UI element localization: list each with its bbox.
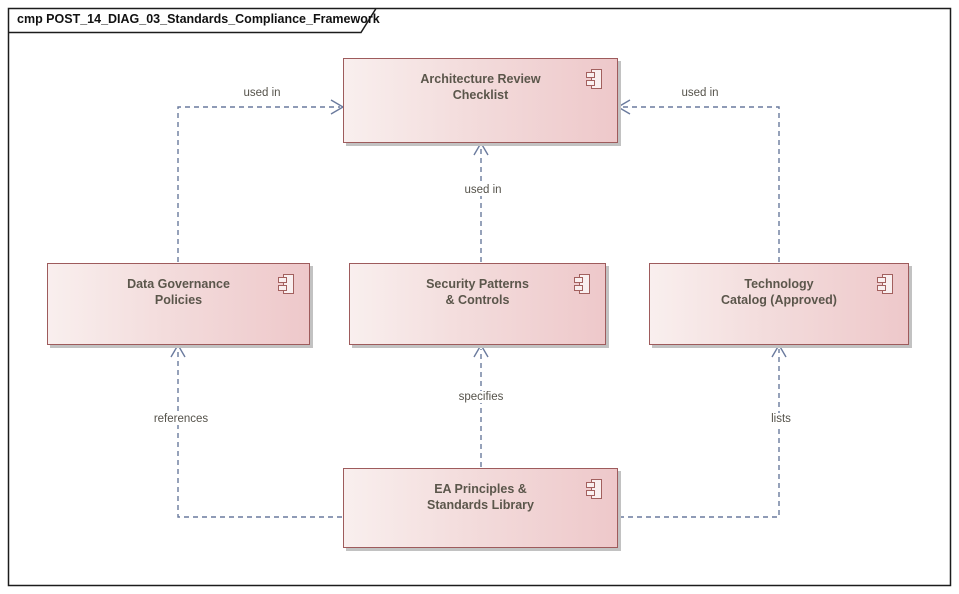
connector-label-specifies: specifies bbox=[444, 391, 518, 403]
component-label: Technology Catalog (Approved) bbox=[650, 276, 908, 308]
component-label-line2: Policies bbox=[154, 293, 203, 307]
open-arrowhead-up bbox=[771, 343, 787, 358]
component-label: Architecture Review Checklist bbox=[344, 71, 617, 103]
connector-label-lists: lists bbox=[749, 413, 813, 425]
component-label: Data Governance Policies bbox=[48, 276, 309, 308]
component-label-line2: Catalog (Approved) bbox=[721, 293, 837, 307]
open-arrowhead-up bbox=[170, 343, 186, 358]
connectors[interactable] bbox=[170, 99, 787, 518]
connector-label-used-in-left: used in bbox=[225, 87, 299, 99]
component-label-line2: Checklist bbox=[452, 88, 509, 102]
frame-title-tab bbox=[8, 8, 377, 34]
component-data-governance-policies[interactable]: Data Governance Policies bbox=[47, 263, 310, 345]
open-arrowhead-up bbox=[473, 141, 489, 156]
connector-lists[interactable] bbox=[619, 349, 780, 518]
uml-component-icon bbox=[586, 69, 604, 91]
component-technology-catalog-approved[interactable]: Technology Catalog (Approved) bbox=[649, 263, 909, 345]
uml-component-icon bbox=[877, 274, 895, 296]
connector-references[interactable] bbox=[177, 349, 342, 518]
component-label-line2: Standards Library bbox=[427, 498, 534, 512]
component-security-patterns-controls[interactable]: Security Patterns & Controls bbox=[349, 263, 606, 345]
component-label: EA Principles & Standards Library bbox=[344, 481, 617, 513]
uml-component-icon bbox=[586, 479, 604, 501]
component-label-line1: Security Patterns bbox=[426, 277, 529, 291]
component-label-line1: Data Governance bbox=[127, 277, 230, 291]
open-arrowhead-left bbox=[616, 99, 631, 115]
connector-used-in-left[interactable] bbox=[177, 106, 340, 262]
component-label-line1: Technology bbox=[744, 277, 814, 291]
component-architecture-review-checklist[interactable]: Architecture Review Checklist bbox=[343, 58, 618, 143]
component-ea-principles-standards-library[interactable]: EA Principles & Standards Library bbox=[343, 468, 618, 548]
open-arrowhead-up bbox=[473, 343, 489, 358]
connector-label-used-in-right: used in bbox=[663, 87, 737, 99]
uml-component-icon bbox=[574, 274, 592, 296]
connector-label-used-in-center: used in bbox=[446, 184, 520, 196]
connector-label-references: references bbox=[139, 413, 223, 425]
frame-title: cmp POST_14_DIAG_03_Standards_Compliance… bbox=[17, 12, 380, 26]
component-label-line1: EA Principles & bbox=[434, 482, 527, 496]
connector-used-in-right[interactable] bbox=[622, 106, 780, 262]
component-label-line2: & Controls bbox=[445, 293, 510, 307]
component-label-line1: Architecture Review bbox=[420, 72, 541, 86]
uml-component-icon bbox=[278, 274, 296, 296]
component-label: Security Patterns & Controls bbox=[350, 276, 605, 308]
